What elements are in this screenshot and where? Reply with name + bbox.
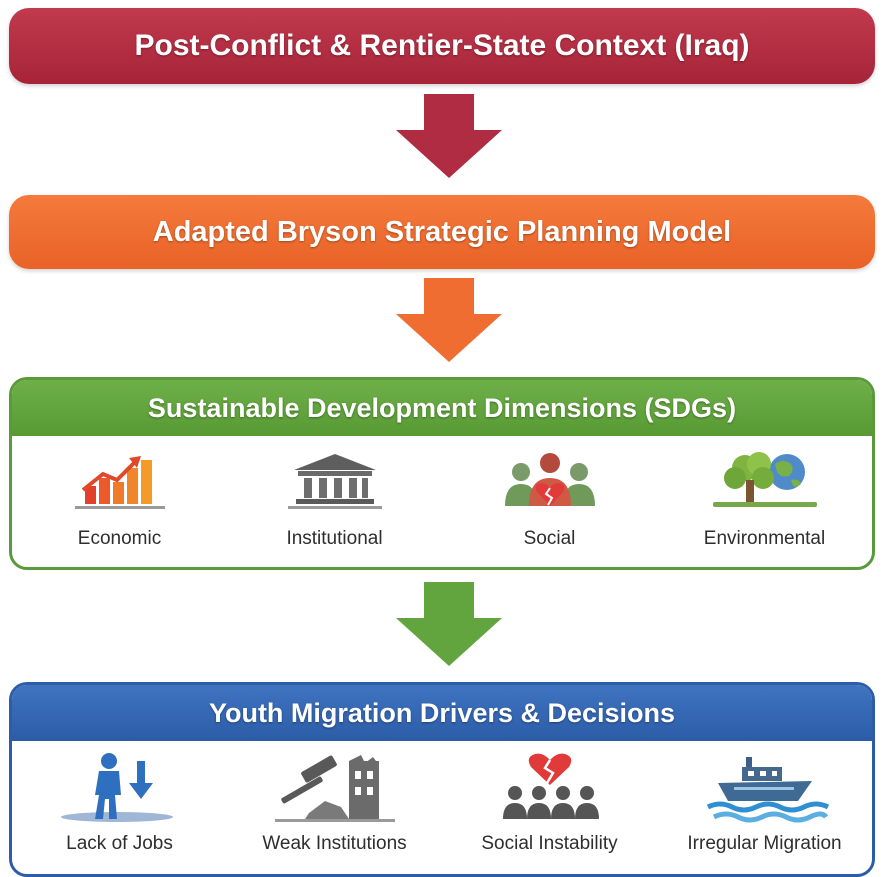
- arrow-down-icon: [394, 278, 504, 364]
- migration-drivers-title: Youth Migration Drivers & Decisions: [208, 697, 676, 728]
- people-broken-heart-icon: [504, 453, 595, 506]
- dimension-label: Social: [523, 528, 576, 549]
- boat-waves-icon: [706, 757, 829, 823]
- driver-social-instability: Social Instability: [442, 751, 657, 861]
- group-broken-heart-icon: [502, 753, 599, 819]
- migration-drivers-header: Youth Migration Drivers & Decisions: [12, 685, 872, 741]
- building-columns-icon: [287, 454, 382, 509]
- driver-label: Irregular Migration: [687, 833, 842, 854]
- driver-label: Lack of Jobs: [66, 833, 173, 854]
- bar-chart-icon: [74, 456, 165, 509]
- sdg-dimensions-header: Sustainable Development Dimensions (SDGs…: [12, 380, 872, 436]
- sdg-dimensions-panel: Sustainable Development Dimensions (SDGs…: [9, 377, 875, 570]
- stage-model-title: Adapted Bryson Strategic Planning Model: [152, 215, 732, 248]
- dimension-label: Institutional: [286, 528, 383, 549]
- dimension-environmental: Environmental: [657, 450, 872, 560]
- stage-model-header: Adapted Bryson Strategic Planning Model: [9, 195, 875, 269]
- sdg-dimensions-title: Sustainable Development Dimensions (SDGs…: [147, 392, 737, 423]
- migration-drivers-panel: Youth Migration Drivers & Decisions Lack…: [9, 682, 875, 877]
- person-down-arrow-icon: [60, 753, 173, 822]
- migration-drivers-list: Lack of Jobs Weak Institutions: [12, 751, 872, 861]
- tree-globe-icon: [712, 452, 817, 507]
- gavel-ruin-icon: [274, 755, 395, 822]
- dimension-label: Environmental: [703, 528, 826, 549]
- driver-label: Weak Institutions: [262, 833, 407, 854]
- driver-label: Social Instability: [481, 833, 618, 854]
- driver-weak-institutions: Weak Institutions: [227, 751, 442, 861]
- stage-context-title: Post-Conflict & Rentier-State Context (I…: [134, 29, 750, 62]
- arrow-down-icon: [394, 582, 504, 668]
- sdg-dimensions-list: Economic Institutional: [12, 450, 872, 560]
- driver-lack-of-jobs: Lack of Jobs: [12, 751, 227, 861]
- dimension-economic: Economic: [12, 450, 227, 560]
- dimension-label: Economic: [77, 528, 162, 549]
- driver-irregular-migration: Irregular Migration: [657, 751, 872, 861]
- dimension-institutional: Institutional: [227, 450, 442, 560]
- stage-context-header: Post-Conflict & Rentier-State Context (I…: [9, 8, 875, 84]
- dimension-social: Social: [442, 450, 657, 560]
- arrow-down-icon: [394, 94, 504, 180]
